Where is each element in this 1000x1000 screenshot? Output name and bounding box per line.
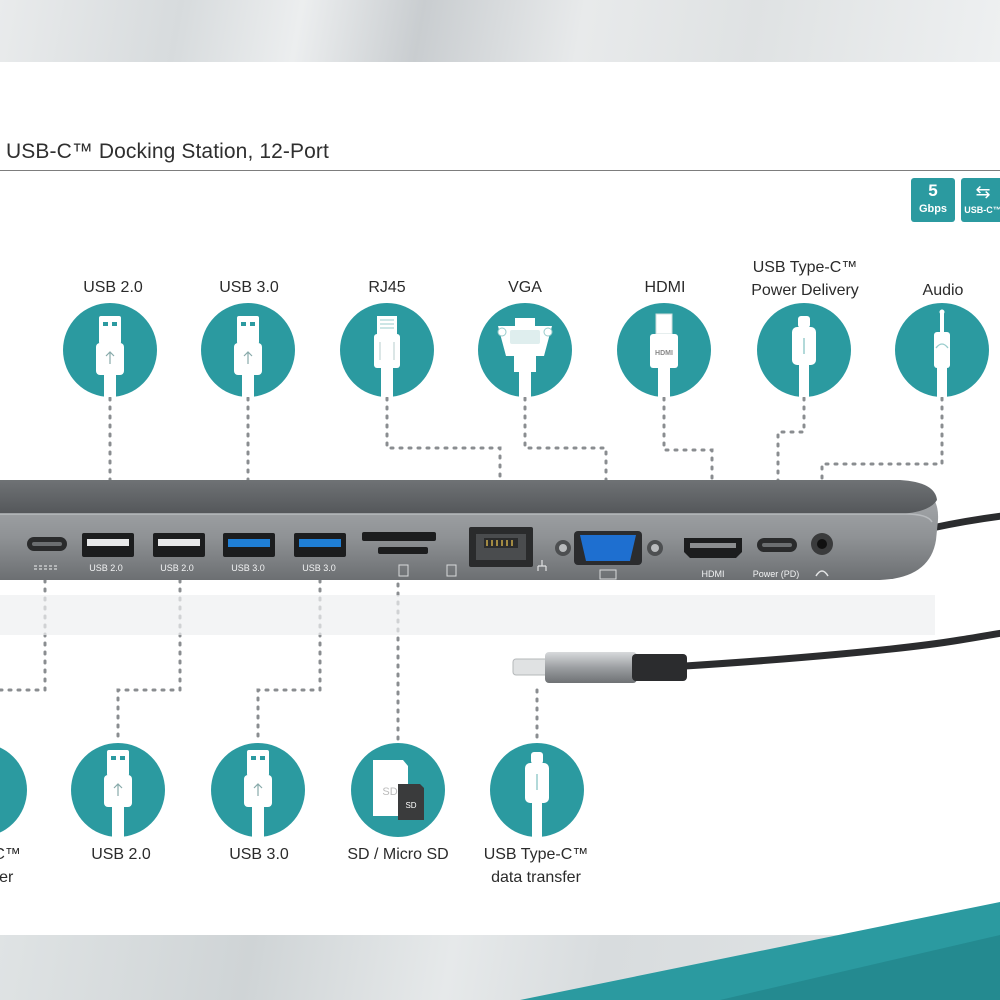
teal-swoosh: [520, 902, 1000, 1000]
title-divider: [0, 170, 1000, 171]
speed-value: 5: [928, 181, 938, 200]
bottom-label-usb20: USB 2.0: [46, 843, 196, 866]
bottom-label-usbc-data-line1: USB Type-C™: [483, 846, 589, 863]
usbc-badge: ⇆ USB-C™: [961, 178, 1000, 222]
audio-jack-icon: [895, 303, 989, 397]
usbc-plug-icon: [0, 747, 27, 833]
usb-a-plug-icon: [211, 743, 305, 837]
dock-ports: [27, 527, 833, 580]
usbc-plug: [512, 652, 687, 683]
usbc-plug-icon: [757, 303, 851, 397]
usbc-plug-icon: [490, 743, 584, 837]
top-label-usbc-pd-line2: Power Delivery: [751, 282, 859, 299]
usb-symbol-icon: ⇆: [975, 182, 991, 202]
top-backdrop: [0, 0, 1000, 62]
icon-circles-top: HDMI: [63, 303, 989, 397]
microsd-icon-text: SD: [405, 801, 416, 810]
speed-unit: Gbps: [918, 203, 948, 215]
usbc-badge-label: USB-C™: [964, 205, 1000, 215]
bottom-label-usb30-line: USB 3.0: [229, 846, 289, 863]
dock-reflection: [0, 595, 935, 635]
usb-a-plug-icon: [71, 743, 165, 837]
dock-label-usb20-b: USB 2.0: [160, 563, 194, 573]
bottom-label-sd-line: SD / Micro SD: [347, 846, 449, 863]
dock-label-hdmi: HDMI: [702, 569, 725, 579]
dock-label-usb30-b: USB 3.0: [302, 563, 336, 573]
page-title: USB-C™ Docking Station, 12-Port: [6, 140, 329, 163]
usbc-cable: [684, 629, 1000, 670]
bottom-label-usbc-left-line2: sfer: [0, 869, 14, 886]
bottom-label-usb30: USB 3.0: [184, 843, 334, 866]
top-label-usb30: USB 3.0: [174, 276, 324, 299]
top-label-usb20-line: USB 2.0: [83, 279, 143, 296]
top-label-audio-line: Audio: [922, 282, 964, 299]
sd-card-icon: SD SD: [351, 743, 445, 837]
icon-circles-bottom: SD SD: [0, 743, 584, 837]
dock-label-usb20-a: USB 2.0: [89, 563, 123, 573]
top-label-hdmi-line: HDMI: [644, 279, 686, 296]
hdmi-plug-icon: HDMI: [617, 303, 711, 397]
top-label-rj45-line: RJ45: [368, 279, 406, 296]
top-label-vga: VGA: [450, 276, 600, 299]
bottom-label-sd: SD / Micro SD: [323, 843, 473, 866]
bottom-label-usb20-line: USB 2.0: [91, 846, 151, 863]
top-label-hdmi: HDMI: [590, 276, 740, 299]
dock-label-usb30-a: USB 3.0: [231, 563, 265, 573]
dock-label-power: Power (PD): [753, 569, 800, 579]
top-label-usb30-line: USB 3.0: [219, 279, 279, 296]
top-label-usbc-pd-line1: USB Type-C™: [752, 259, 858, 276]
usb-a-plug-icon: [63, 303, 157, 397]
top-label-usbc-pd: USB Type-C™ Power Delivery: [730, 256, 880, 302]
bottom-label-usbc-data-line2: data transfer: [491, 869, 581, 886]
bottom-label-usbc-left-line1: e-C™: [0, 846, 21, 863]
top-label-usb20: USB 2.0: [38, 276, 188, 299]
top-label-rj45: RJ45: [312, 276, 462, 299]
top-label-audio: Audio: [868, 279, 1000, 302]
bottom-label-usbc-left: e-C™ sfer: [0, 843, 75, 889]
vga-plug-icon: [478, 303, 572, 397]
dock-cable-right: [928, 512, 1000, 532]
speed-badge: 5 Gbps: [911, 178, 955, 222]
ethernet-plug-icon: [340, 303, 434, 397]
top-label-vga-line: VGA: [508, 279, 542, 296]
sd-icon-text: SD: [382, 786, 397, 798]
usb-a-plug-icon: [201, 303, 295, 397]
hdmi-icon-text: HDMI: [655, 350, 673, 357]
bottom-label-usbc-data: USB Type-C™ data transfer: [461, 843, 611, 889]
